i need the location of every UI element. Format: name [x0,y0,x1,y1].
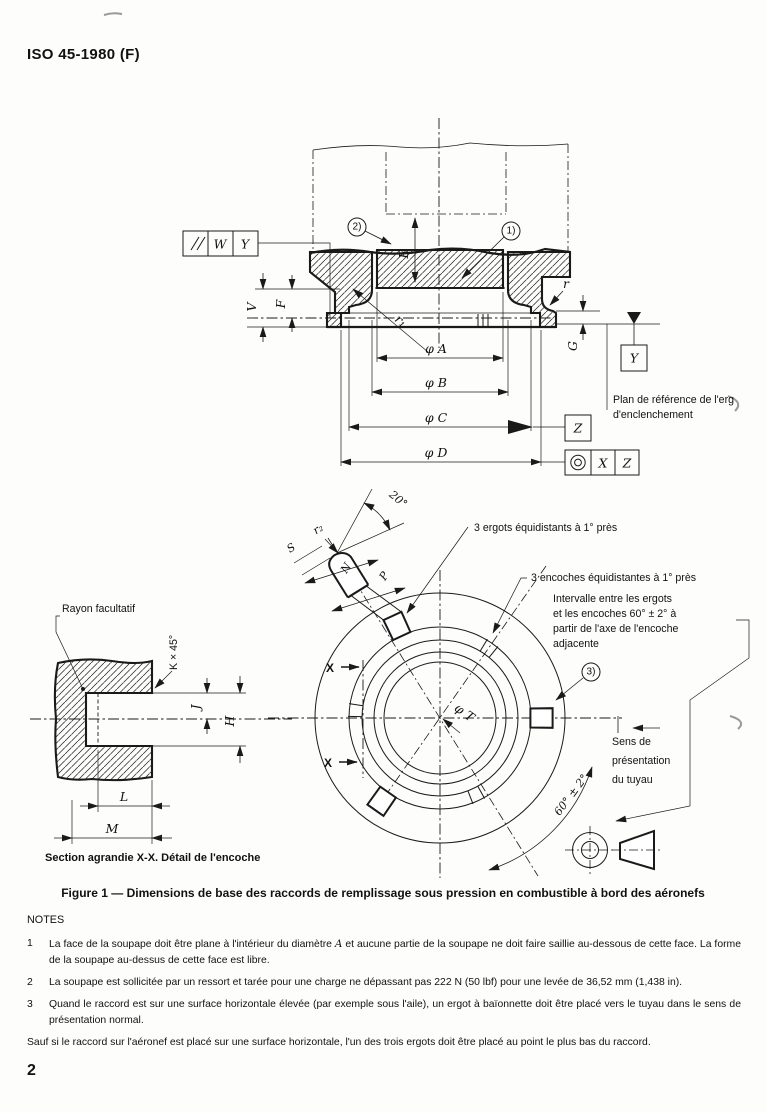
broken-out-top-edge [309,247,571,256]
concentricity-icon [570,454,586,471]
conc-X-label: X [598,456,609,471]
sens-line2: présentation [612,755,670,767]
dim-G-label: G [565,341,580,351]
note-2-number: 2 [27,977,33,988]
dim-phiB-label: φ B [425,375,447,390]
lug-detail: 20° r₂ S N P [284,487,410,621]
dim-E: E [396,217,419,283]
page-curl-artifact [729,715,743,730]
note-1: 1 La face de la soupape doit être plane … [27,936,741,969]
chamfer-K-label: K × 45° [168,635,180,670]
phantom-outline [312,142,569,252]
dim-M-label: M [105,821,120,836]
callout-2: 2) [347,217,392,245]
coupling-circles [314,592,566,844]
callout-1: 1) [461,221,521,279]
plan-reference-line1: Plan de référence de l'erg [613,394,734,406]
section-X-bottom-label: X [324,756,332,770]
page-number: 2 [27,1062,36,1079]
closing-paragraph: Sauf si le raccord sur l'aéronef est pla… [27,1037,651,1048]
sens-line1: Sens de [612,736,651,748]
angle-20-label: 20° [386,487,410,510]
section-XX-detail: Rayon facultatif K × 45° J H L [30,603,292,864]
annotation-encoches: 3 encoches équidistantes à 1° près [492,572,696,634]
note-1-number: 1 [27,938,33,949]
section-detail-caption: Section agrandie X-X. Détail de l'encoch… [45,852,260,864]
page-header: ISO 45-1980 (F) [27,46,140,63]
dim-P-label: P [376,569,392,584]
sens-line3: du tuyau [612,774,653,786]
dim-G-datum-Y: G Y [556,295,660,372]
bottom-drawing-front-view: X X 3) φ T 3 ergots équidistants à 1° pr… [30,487,750,878]
note-3-number: 3 [27,999,33,1010]
note-1-text: La face de la soupape doit être plane à … [49,936,741,969]
note-3-text: Quand le raccord est sur une surface hor… [49,999,741,1026]
dim-L-label: L [119,789,128,804]
dim-phiC-label: φ C [425,410,448,425]
pin-detail [477,314,489,327]
plan-reference-note: Plan de référence de l'erg d'enclencheme… [606,324,734,421]
label-r-leader [549,290,564,306]
label-r2: r₂ [310,521,325,537]
angle-60-label: 60° ± 2° [552,772,591,818]
datum-triangle-icon [627,312,641,324]
dim-H-label: H [222,714,237,727]
annotation-ergots: 3 ergots équidistants à 1° près [406,522,617,614]
callout-1-label: 1) [507,226,516,237]
label-r: r [563,276,570,291]
dim-phiT-label: φ T [452,700,479,725]
notches [347,638,499,805]
intervalle-line4: adjacente [553,638,599,650]
notes-heading: NOTES [27,914,65,926]
concentricity-feature-frame: X Z [564,449,640,476]
conc-Z-label: Z [622,456,632,471]
annotation-sens: Sens de présentation du tuyau [612,716,670,786]
datum-Z-label: Z [573,421,583,436]
intervalle-line2: et les encoches 60° ± 2° à [553,608,676,620]
dim-J-label: J [188,704,203,713]
dim-S-label: S [284,540,298,555]
ergots-note: 3 ergots équidistants à 1° près [474,522,617,534]
callout-2-label: 2) [353,222,362,233]
rayon-facultatif-note: Rayon facultatif [62,603,135,615]
datum-Y-label: Y [630,351,640,366]
fcf-Y-label: Y [241,237,251,252]
note-2-text: La soupape est sollicitée par un ressort… [49,977,683,988]
label-r1-leader [352,288,429,353]
dim-phiT: φ T [442,700,479,734]
hose-end-icon [565,826,662,874]
dim-phiD-label: φ D [425,445,448,460]
page-curl-artifact [727,395,740,412]
fcf-W-label: W [214,237,228,252]
dim-F-label: F [273,298,288,309]
parallelism-feature-frame: W Y [182,230,331,318]
dim-E-label: E [396,249,411,259]
callout-3-label: 3) [587,667,596,678]
figure-caption: Figure 1 — Dimensions de base des raccor… [61,886,705,900]
note-2: 2 La soupape est sollicitée par un resso… [27,975,741,991]
scan-artifact [103,12,123,16]
parallelism-icon [190,236,206,251]
diameter-dims: φ A φ B φ C φ D [340,292,565,466]
datum-Z-frame: Z [564,414,592,442]
encoches-note: 3 encoches équidistantes à 1° près [531,572,696,584]
adapter-body-section [308,247,572,329]
annotation-intervalle: Intervalle entre les ergots et les encoc… [553,593,750,823]
section-X-top-label: X [326,661,334,675]
dim-phiA-label: φ A [425,341,447,356]
note-1-part-b: et aucune partie de la soupape ne doit f… [49,939,741,966]
note-1-part-a: La face de la soupape doit être plane à … [49,939,335,950]
dims-V-F: V F [244,273,552,342]
callout-3: 3) [555,662,601,701]
intervalle-line3: partir de l'axe de l'encoche [553,623,678,635]
plan-reference-line2: d'enclenchement [613,409,693,421]
section-plane-XX: X X [324,660,364,778]
note-3: 3 Quand le raccord est sur une surface h… [27,997,741,1029]
dim-V-label: V [244,301,259,312]
note-1-diameter-A: A [334,938,343,950]
top-drawing-section-view: 2) 1) E r r₁ [182,118,734,476]
bayonet-lugs [365,610,554,818]
figure-1-drawing: 2) 1) E r r₁ [30,12,750,878]
intervalle-line1: Intervalle entre les ergots [553,593,672,605]
